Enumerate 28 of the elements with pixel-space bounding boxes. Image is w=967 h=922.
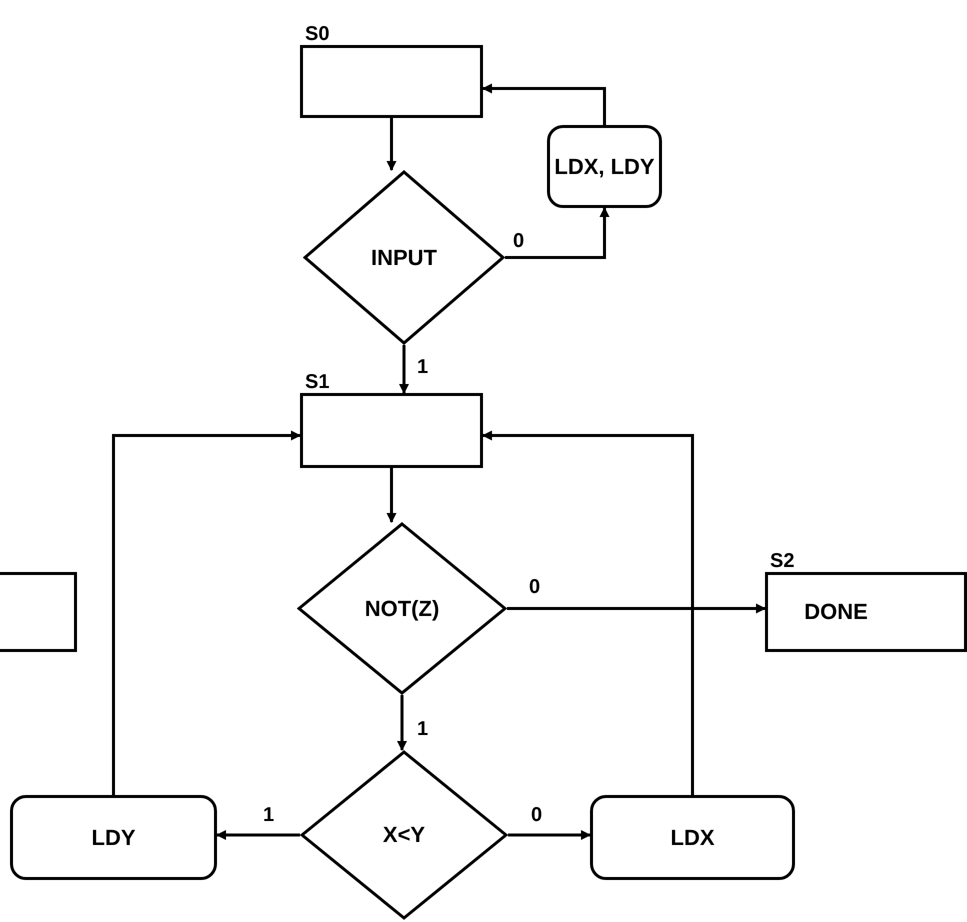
arrow <box>399 345 409 394</box>
node-label: LDX <box>670 824 714 850</box>
node-label: X<Y <box>382 822 426 848</box>
decision-diamond <box>297 522 507 695</box>
node-label: DONE <box>804 599 868 625</box>
state-box <box>0 572 77 652</box>
arrow <box>508 830 591 840</box>
node-label: LDY <box>92 824 136 850</box>
arrow <box>505 207 610 259</box>
arrow <box>386 118 396 171</box>
arrow <box>112 430 301 795</box>
arrow <box>397 695 407 751</box>
arrow <box>482 84 606 125</box>
node-label: NOT(Z) <box>364 596 440 622</box>
node-label: INPUT <box>371 244 437 270</box>
arrow <box>216 830 300 840</box>
node-label: LDX, LDY <box>554 154 655 180</box>
decision-diamond <box>300 750 508 920</box>
state-name: S0 <box>305 22 330 46</box>
state-name: S2 <box>770 549 794 573</box>
arrow <box>482 430 694 795</box>
state-name: S1 <box>305 370 330 394</box>
arrow <box>507 604 766 614</box>
decision-diamond <box>303 170 505 345</box>
arrow <box>386 468 396 523</box>
action-box <box>10 795 217 880</box>
action-box <box>547 125 662 208</box>
action-box <box>590 795 795 880</box>
